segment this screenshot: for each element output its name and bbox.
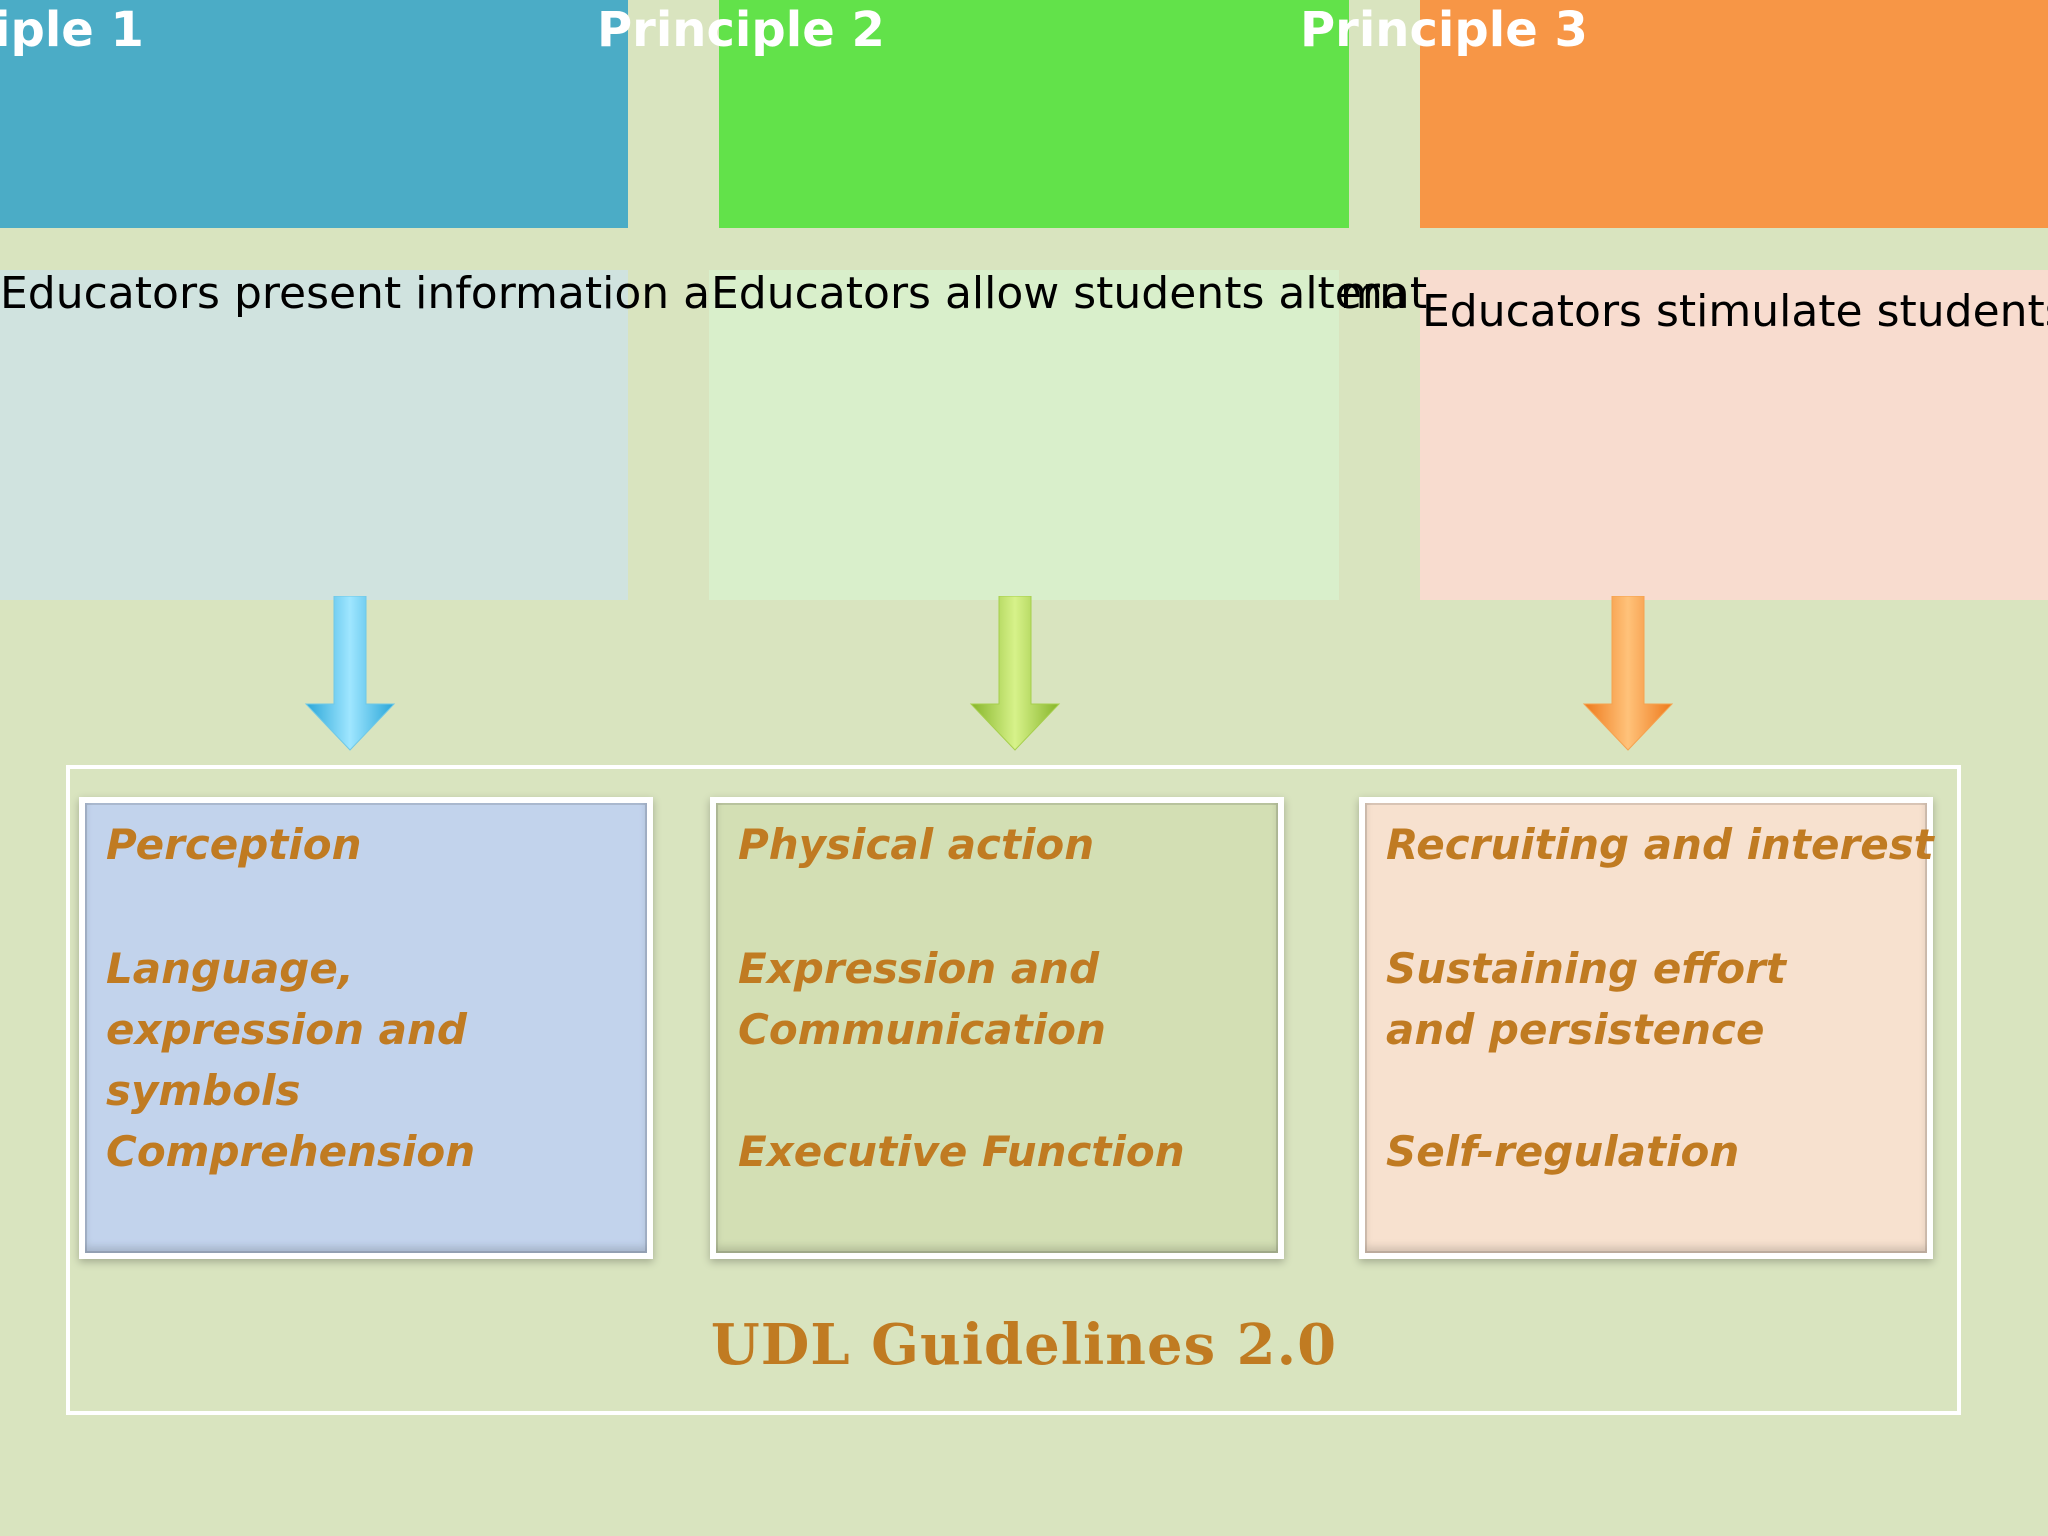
guideline-box-action-expression xyxy=(710,797,1284,1259)
guideline-item: Comprehension xyxy=(106,1127,476,1176)
principle-1-description-box xyxy=(0,270,628,600)
guideline-item: Self-regulation xyxy=(1386,1127,1740,1176)
principle-2-description: Educators allow students altern xyxy=(711,268,1408,319)
principle-1-description: Educators present information and xyxy=(0,268,710,319)
principle-1-title: iple 1 xyxy=(0,2,144,58)
guidelines-frame xyxy=(66,765,1961,1415)
guideline-item: Executive Function xyxy=(738,1127,1185,1176)
guideline-item: Recruiting and interest xyxy=(1386,820,1934,869)
guideline-item: Sustaining effort and persistence xyxy=(1386,944,1786,1054)
principle-2-description-box xyxy=(709,270,1339,600)
principle-3-header: Principle 3 xyxy=(1300,0,2048,228)
guideline-item: Expression and Communication xyxy=(738,944,1106,1054)
principle-2-down-arrow xyxy=(969,596,1061,752)
guideline-item: Language, expression and symbols xyxy=(106,944,467,1115)
principle-3-description: Educators stimulate students' xyxy=(1422,286,2048,337)
principle-1-header: iple 1 xyxy=(0,0,628,228)
principle-2-title: Principle 2 xyxy=(597,2,885,58)
guideline-item: Perception xyxy=(106,820,362,869)
principle-2-header: Principle 2 xyxy=(597,0,1349,228)
principle-2-description-overlap: mat xyxy=(1340,268,1428,319)
guideline-box-engagement xyxy=(1359,797,1933,1259)
principle-3-title: Principle 3 xyxy=(1300,2,1588,58)
principle-3-description-box xyxy=(1420,270,2048,600)
guideline-box-representation xyxy=(79,797,653,1259)
principle-1-down-arrow xyxy=(304,596,396,752)
guidelines-title: UDL Guidelines 2.0 xyxy=(710,1312,1338,1378)
guideline-item: Physical action xyxy=(738,820,1095,869)
principle-3-down-arrow xyxy=(1582,596,1674,752)
